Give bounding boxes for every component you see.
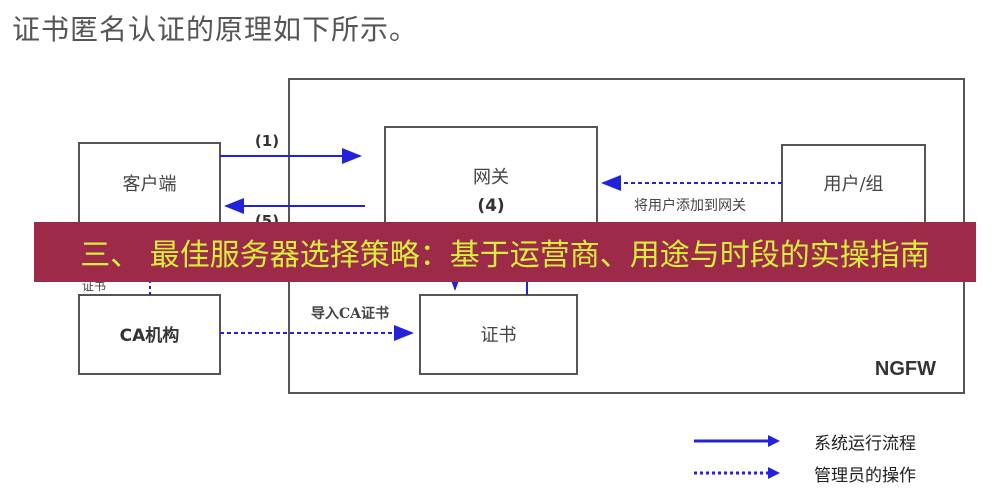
legend-item-system-flow: 系统运行流程	[690, 425, 916, 457]
user-group-label: 用户/组	[823, 174, 883, 195]
certificate-label: 证书	[481, 325, 517, 346]
client-label: 客户端	[123, 174, 177, 195]
add-user-label: 将用户添加到网关	[634, 197, 746, 214]
arrow-1-label: (1)	[255, 132, 279, 150]
legend: 系统运行流程 管理员的操作	[690, 425, 916, 489]
ca-box	[78, 294, 221, 375]
solid-arrow-icon	[694, 435, 780, 447]
gateway-label: 网关	[473, 167, 509, 188]
dotted-arrow-icon	[694, 467, 780, 479]
user-group-box	[781, 144, 926, 224]
import-ca-label: 导入CA证书	[311, 305, 389, 322]
legend-item-admin-action: 管理员的操作	[690, 457, 916, 489]
certificate-box	[419, 294, 578, 375]
gateway-step-label: (4)	[477, 196, 504, 216]
headline-banner: 三、 最佳服务器选择策略：基于运营商、用途与时段的实操指南	[34, 222, 976, 282]
intro-text: 证书匿名认证的原理如下所示。	[12, 13, 419, 46]
legend-label-system-flow: 系统运行流程	[814, 433, 916, 454]
gateway-box	[384, 126, 598, 228]
ca-label: CA机构	[120, 325, 180, 346]
ca-issue-label: 证书	[82, 279, 106, 293]
ngfw-label: NGFW	[875, 358, 936, 380]
legend-label-admin-action: 管理员的操作	[814, 465, 916, 486]
client-box	[78, 142, 221, 224]
